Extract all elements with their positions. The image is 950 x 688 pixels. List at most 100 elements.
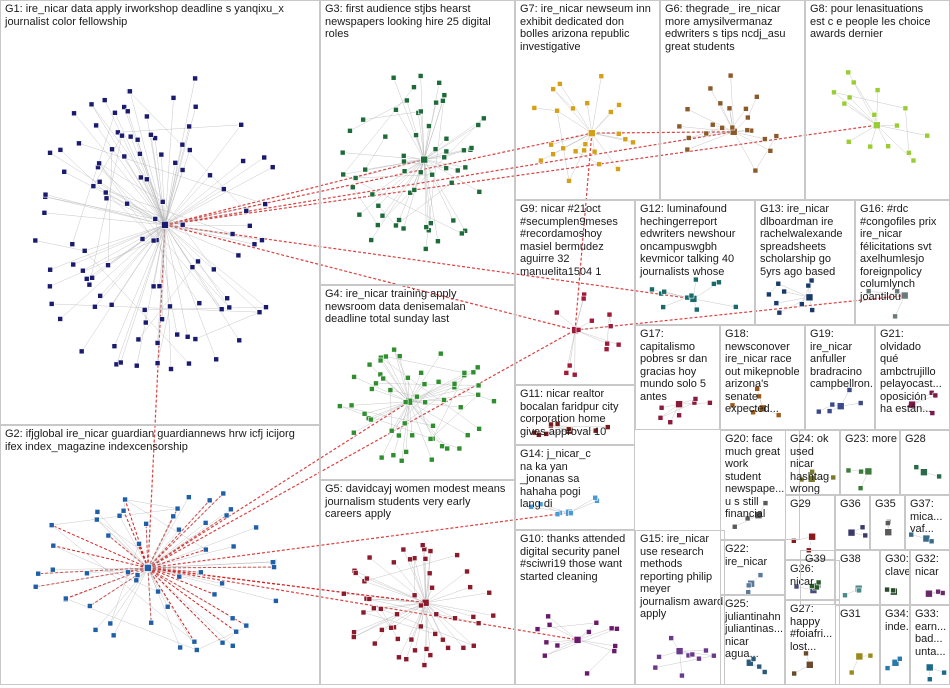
edge bbox=[147, 567, 233, 619]
node bbox=[243, 208, 250, 214]
node bbox=[936, 473, 942, 480]
edge bbox=[73, 224, 166, 265]
edge bbox=[423, 159, 432, 224]
edge bbox=[145, 523, 149, 568]
edge bbox=[905, 108, 910, 153]
edge bbox=[385, 356, 410, 402]
node bbox=[398, 457, 405, 464]
node bbox=[263, 304, 269, 310]
node bbox=[550, 86, 556, 92]
node bbox=[352, 570, 359, 576]
node bbox=[543, 431, 550, 437]
group-cell-g38: G38 bbox=[835, 550, 880, 605]
inter-edge bbox=[147, 567, 223, 644]
node bbox=[176, 526, 182, 533]
edge bbox=[364, 136, 386, 170]
node bbox=[608, 109, 614, 115]
edge bbox=[534, 107, 558, 111]
node bbox=[83, 276, 90, 282]
node bbox=[703, 130, 710, 137]
edge bbox=[147, 567, 152, 623]
group-g15-nodes bbox=[652, 635, 717, 679]
inter-edge-g2-g9 bbox=[147, 329, 576, 569]
node bbox=[528, 504, 534, 510]
node bbox=[121, 104, 127, 110]
node bbox=[592, 494, 599, 501]
edge bbox=[164, 224, 172, 370]
edge bbox=[353, 401, 410, 433]
edge bbox=[423, 100, 444, 160]
node bbox=[150, 283, 157, 290]
node bbox=[476, 426, 482, 432]
group-g14-nodes bbox=[528, 494, 600, 517]
edge bbox=[164, 224, 239, 256]
edge bbox=[65, 567, 149, 600]
edge bbox=[779, 297, 810, 313]
node bbox=[192, 336, 199, 342]
node bbox=[884, 665, 891, 671]
node bbox=[144, 113, 150, 120]
node bbox=[885, 143, 891, 149]
group-cell-g3: G3: first audience stjbs hearst newspape… bbox=[320, 0, 515, 285]
edge bbox=[540, 503, 570, 513]
node bbox=[70, 261, 77, 268]
edge bbox=[844, 103, 877, 126]
node bbox=[96, 160, 102, 167]
edge bbox=[552, 88, 574, 109]
edge bbox=[123, 106, 166, 225]
edge bbox=[383, 378, 410, 402]
node bbox=[256, 309, 263, 316]
edge bbox=[423, 159, 454, 221]
node bbox=[536, 432, 542, 438]
node bbox=[928, 538, 935, 545]
node bbox=[752, 167, 759, 174]
node bbox=[387, 387, 394, 393]
inter-edge bbox=[147, 567, 237, 633]
edge bbox=[343, 86, 415, 175]
node bbox=[470, 642, 477, 649]
node bbox=[230, 543, 237, 550]
edge bbox=[50, 224, 166, 270]
node bbox=[443, 148, 450, 155]
node bbox=[791, 670, 797, 677]
node bbox=[142, 319, 149, 326]
node bbox=[754, 511, 763, 519]
edge bbox=[395, 182, 452, 226]
inter-edge-g1-g7 bbox=[164, 132, 592, 226]
node bbox=[136, 541, 142, 547]
node bbox=[261, 154, 268, 161]
node bbox=[339, 149, 346, 156]
node bbox=[196, 300, 203, 306]
edge bbox=[747, 96, 758, 118]
edge bbox=[353, 602, 426, 638]
edge bbox=[425, 602, 427, 649]
node bbox=[366, 361, 373, 368]
node bbox=[693, 276, 699, 283]
group-g11-nodes bbox=[531, 421, 611, 438]
node bbox=[388, 427, 395, 434]
group-label-g7: G7: ire_nicar newseum inn exhibit dedica… bbox=[520, 3, 651, 53]
node bbox=[696, 655, 702, 662]
node bbox=[48, 522, 55, 528]
node bbox=[766, 291, 772, 298]
group-cell-g16: G16: #rdc #congofiles prix ire_nicar fél… bbox=[855, 200, 950, 325]
edge bbox=[368, 401, 410, 419]
node bbox=[611, 648, 618, 654]
node bbox=[378, 606, 384, 612]
edge bbox=[420, 111, 425, 160]
edge bbox=[147, 529, 180, 569]
node bbox=[57, 316, 63, 322]
group-label-g23: G23: more bbox=[845, 433, 897, 445]
node bbox=[754, 386, 760, 392]
node bbox=[401, 168, 408, 174]
node bbox=[591, 148, 598, 155]
node bbox=[396, 353, 403, 360]
node bbox=[433, 99, 439, 106]
node bbox=[134, 572, 141, 578]
node bbox=[581, 147, 587, 154]
node bbox=[684, 106, 691, 112]
edge bbox=[391, 401, 410, 431]
group-cell-g8: G8: pour lenasituations est c e people l… bbox=[805, 0, 950, 200]
group-label-g17: G17: capitalismo pobres sr dan gracias h… bbox=[640, 328, 708, 403]
node bbox=[864, 467, 873, 476]
